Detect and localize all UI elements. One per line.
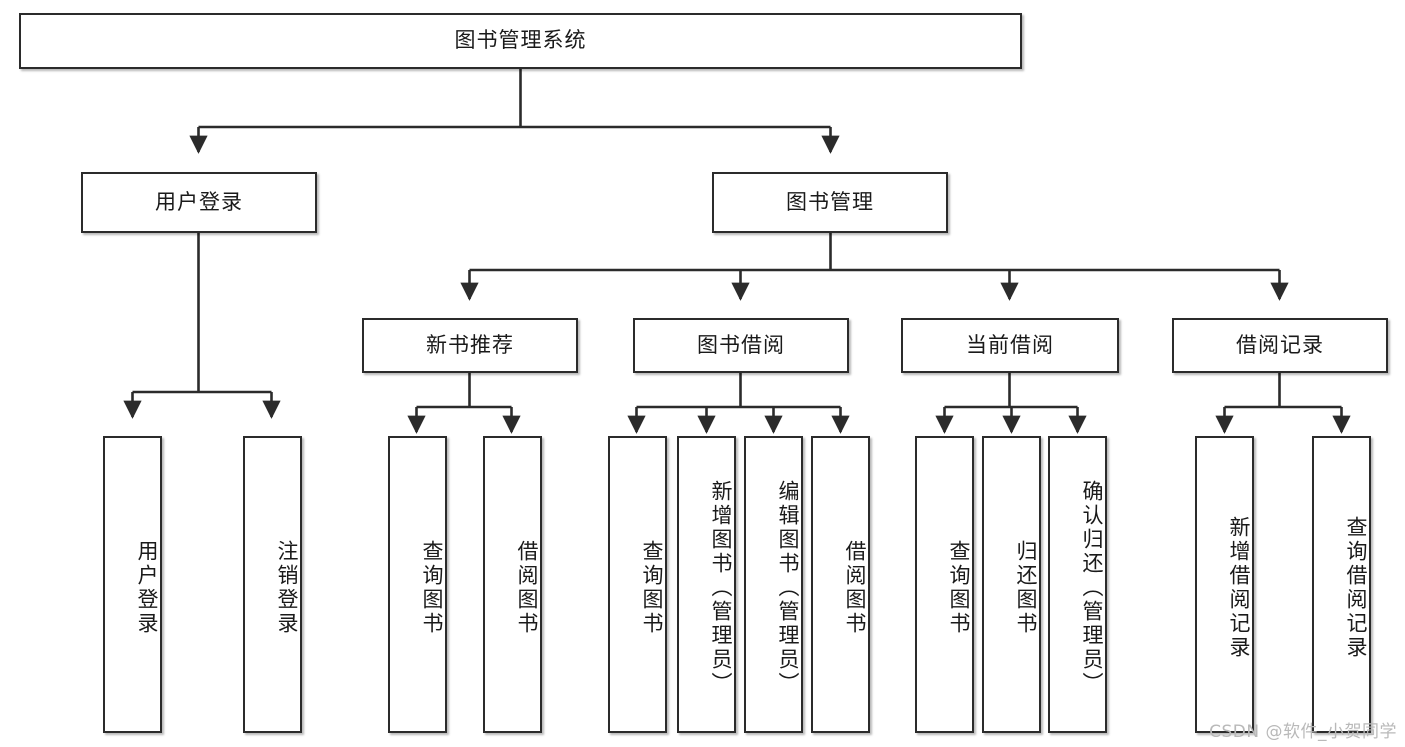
node-current-borrow[interactable]: 当前借阅 bbox=[901, 318, 1119, 373]
leaf-query-book-1[interactable]: 查询图书 bbox=[388, 436, 447, 733]
leaf-edit-book-label: 编辑图书（管理员） bbox=[776, 479, 800, 696]
node-book-borrow-label: 图书借阅 bbox=[697, 332, 785, 357]
leaf-edit-book[interactable]: 编辑图书（管理员） bbox=[744, 436, 803, 733]
node-current-borrow-label: 当前借阅 bbox=[966, 332, 1054, 357]
leaf-query-record-label: 查询借阅记录 bbox=[1344, 515, 1368, 660]
node-root[interactable]: 图书管理系统 bbox=[19, 13, 1022, 69]
leaf-return-book-label: 归还图书 bbox=[1014, 539, 1038, 636]
node-user-login-label: 用户登录 bbox=[155, 189, 243, 214]
node-new-book-recommend[interactable]: 新书推荐 bbox=[362, 318, 578, 373]
leaf-borrow-book-2[interactable]: 借阅图书 bbox=[811, 436, 870, 733]
node-root-label: 图书管理系统 bbox=[454, 28, 587, 53]
leaf-query-book-3[interactable]: 查询图书 bbox=[915, 436, 974, 733]
leaf-confirm-return[interactable]: 确认归还（管理员） bbox=[1048, 436, 1107, 733]
node-book-borrow[interactable]: 图书借阅 bbox=[633, 318, 849, 373]
node-borrow-record-label: 借阅记录 bbox=[1236, 332, 1324, 357]
leaf-add-book[interactable]: 新增图书（管理员） bbox=[677, 436, 736, 733]
node-user-login[interactable]: 用户登录 bbox=[81, 172, 317, 233]
leaf-query-book-3-label: 查询图书 bbox=[947, 539, 971, 636]
leaf-query-book-1-label: 查询图书 bbox=[420, 539, 444, 636]
node-book-management-label: 图书管理 bbox=[786, 189, 874, 214]
leaf-borrow-book-1[interactable]: 借阅图书 bbox=[483, 436, 542, 733]
leaf-confirm-return-label: 确认归还（管理员） bbox=[1080, 479, 1104, 696]
leaf-add-book-label: 新增图书（管理员） bbox=[709, 479, 733, 696]
leaf-logout-login-label: 注销登录 bbox=[275, 539, 299, 636]
leaf-query-book-2-label: 查询图书 bbox=[640, 539, 664, 636]
leaf-borrow-book-2-label: 借阅图书 bbox=[843, 539, 867, 636]
leaf-return-book[interactable]: 归还图书 bbox=[982, 436, 1041, 733]
leaf-logout-login[interactable]: 注销登录 bbox=[243, 436, 302, 733]
leaf-add-record[interactable]: 新增借阅记录 bbox=[1195, 436, 1254, 733]
node-borrow-record[interactable]: 借阅记录 bbox=[1172, 318, 1388, 373]
leaf-user-login[interactable]: 用户登录 bbox=[103, 436, 162, 733]
node-book-management[interactable]: 图书管理 bbox=[712, 172, 948, 233]
leaf-query-record[interactable]: 查询借阅记录 bbox=[1312, 436, 1371, 733]
leaf-borrow-book-1-label: 借阅图书 bbox=[515, 539, 539, 636]
leaf-query-book-2[interactable]: 查询图书 bbox=[608, 436, 667, 733]
leaf-user-login-label: 用户登录 bbox=[135, 539, 159, 636]
node-new-book-recommend-label: 新书推荐 bbox=[426, 332, 514, 357]
leaf-add-record-label: 新增借阅记录 bbox=[1227, 515, 1251, 660]
csdn-watermark: CSDN @软件_小贺同学 bbox=[1209, 722, 1397, 742]
